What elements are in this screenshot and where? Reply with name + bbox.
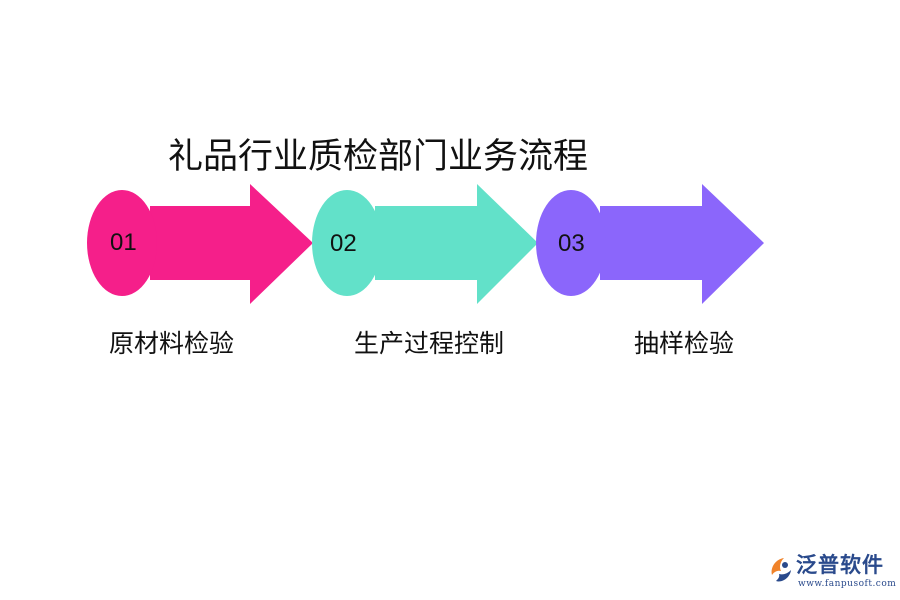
watermark-brand: 泛普软件 bbox=[796, 553, 884, 577]
step-3-number: 03 bbox=[558, 230, 585, 257]
step-3-shape: 03 bbox=[536, 184, 764, 304]
step-2-arrow bbox=[375, 184, 538, 304]
step-1-shape: 01 bbox=[87, 184, 313, 304]
step-3-label: 抽样检验 bbox=[634, 329, 735, 358]
step-1-number: 01 bbox=[110, 229, 137, 256]
step-1-arrow bbox=[150, 184, 313, 304]
step-1-circle bbox=[87, 190, 157, 296]
step-2-circle bbox=[312, 190, 382, 296]
watermark-url: www.fanpusoft.com bbox=[798, 579, 897, 589]
page-title: 礼品行业质检部门业务流程 bbox=[168, 137, 589, 177]
watermark: 泛普软件 www.fanpusoft.com bbox=[768, 551, 897, 595]
step-2-number: 02 bbox=[330, 230, 357, 257]
step-3-circle bbox=[536, 190, 606, 296]
fanpu-logo-icon bbox=[771, 558, 791, 582]
step-1-label: 原材料检验 bbox=[109, 329, 235, 358]
step-2-shape: 02 bbox=[312, 184, 538, 304]
step-3-arrow bbox=[600, 184, 764, 304]
step-2-label: 生产过程控制 bbox=[354, 329, 505, 358]
